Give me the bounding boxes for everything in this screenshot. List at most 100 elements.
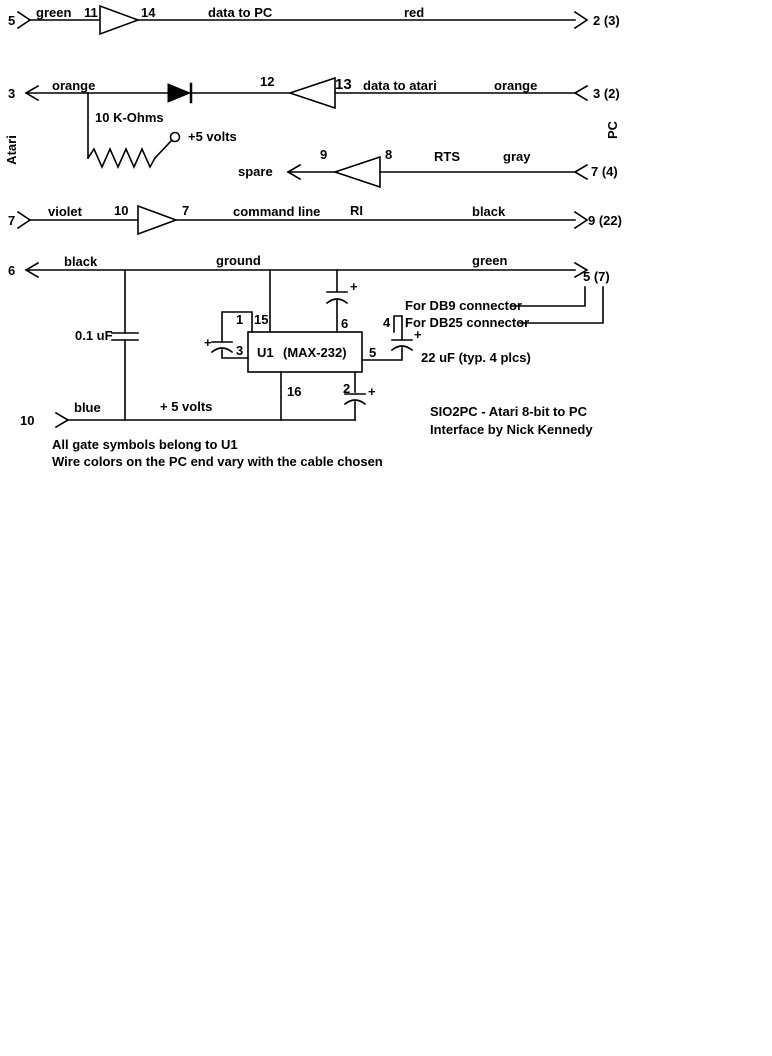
pin3-wire (221, 349, 249, 359)
wire-rts-spare: spare 9 8 RTS gray 7 (4) (238, 147, 618, 189)
db9-callout-line (511, 286, 586, 307)
atari-pin-label: 3 (8, 86, 15, 101)
signal-name-label: RTS (434, 149, 460, 164)
wire-ground: 6 black ground green 5 (7) (8, 253, 610, 284)
db25-callout-line (519, 286, 604, 324)
supply-terminal-label: +5 volts (188, 129, 237, 144)
connector-chevron-icon (54, 411, 70, 429)
signal-name-label: + 5 volts (160, 399, 212, 414)
wire-color-label: orange (52, 78, 95, 93)
electrolytic-capacitor-icon (210, 347, 234, 354)
electrolytic-capacitor-icon (390, 345, 414, 352)
pin-number-label: 15 (254, 312, 268, 327)
wire-command-line: 7 violet 10 7 command line RI black 9 (2… (8, 203, 622, 236)
gate-input-pin-label: 8 (385, 147, 392, 162)
wire-data-to-pc: 5 green 11 14 data to PC red 2 (3) (8, 4, 620, 36)
polarity-plus-icon: + (204, 335, 212, 350)
atari-pin-label: 10 (20, 413, 34, 428)
wire-color-label: green (36, 5, 71, 20)
gate-output-pin-label: 14 (141, 5, 156, 20)
atari-pin-label: 6 (8, 263, 15, 278)
capacitor-value-label: 22 uF (typ. 4 plcs) (421, 350, 531, 365)
pin-number-label: 2 (343, 381, 350, 396)
signal-name-label: data to atari (363, 78, 437, 93)
signal-name-label: command line (233, 204, 320, 219)
pullup-resistor-branch: 10 K-Ohms +5 volts (86, 92, 237, 169)
atari-pin-label: 7 (8, 213, 15, 228)
pc-pin-label: 5 (7) (583, 269, 610, 284)
arrow-right-icon (573, 261, 589, 279)
gate-output-pin-label: 7 (182, 203, 189, 218)
notes-block: All gate symbols belong to U1 Wire color… (52, 437, 383, 469)
gate-input-pin-label: 11 (84, 5, 98, 20)
wire-color-label: red (404, 5, 424, 20)
open-terminal-icon (169, 131, 181, 143)
pin-number-label: 4 (383, 315, 391, 330)
pin-number-label: 16 (287, 384, 301, 399)
capacitor-value-label: 0.1 uF (75, 328, 113, 343)
pc-signal-name-label: RI (350, 203, 363, 218)
gate-input-pin-label: 13 (335, 76, 352, 93)
wire-line (153, 139, 173, 160)
connector-chevron-icon (16, 10, 32, 30)
pin1-wire (221, 311, 253, 343)
pc-pin-label: 7 (4) (591, 164, 618, 179)
connector-chevron-icon (573, 163, 589, 181)
spare-label: spare (238, 164, 273, 179)
polarity-plus-icon: + (350, 279, 358, 294)
wire-color-label: violet (48, 204, 83, 219)
polarity-plus-icon: + (414, 327, 422, 342)
diode-icon (167, 83, 192, 103)
note-line2: Wire colors on the PC end vary with the … (52, 454, 383, 469)
title-line1: SIO2PC - Atari 8-bit to PC (430, 404, 588, 419)
atari-pin-label: 5 (8, 13, 15, 28)
signal-name-label: ground (216, 253, 261, 268)
pin-number-label: 5 (369, 345, 376, 360)
gate-output-pin-label: 9 (320, 147, 327, 162)
bypass-capacitor: 0.1 uF (75, 269, 139, 421)
buffer-gate-icon (137, 204, 179, 236)
wire-color-label: gray (503, 149, 531, 164)
resistor-value-label: 10 K-Ohms (95, 110, 164, 125)
connector-callouts: For DB9 connector For DB25 connector (405, 286, 604, 330)
note-line1: All gate symbols belong to U1 (52, 437, 238, 452)
pin5-wire (361, 347, 403, 361)
wire-color-label: black (472, 204, 506, 219)
db9-callout-label: For DB9 connector (405, 298, 522, 313)
pc-pin-label: 9 (22) (588, 213, 622, 228)
signal-name-label: data to PC (208, 5, 273, 20)
wire-color-label: orange (494, 78, 537, 93)
connector-chevron-icon (16, 210, 32, 230)
gate-output-pin-label: 12 (260, 74, 274, 89)
gate-input-pin-label: 10 (114, 203, 128, 218)
chip-part-label: (MAX-232) (283, 345, 347, 360)
wire-color-label: green (472, 253, 507, 268)
wire-color-label: blue (74, 400, 101, 415)
pin-number-label: 1 (236, 312, 243, 327)
buffer-gate-icon (99, 4, 141, 36)
electrolytic-capacitor-icon (343, 399, 367, 406)
title-block: SIO2PC - Atari 8-bit to PC Interface by … (430, 404, 593, 437)
wire-power: 10 blue + 5 volts (20, 399, 356, 429)
connector-chevron-icon (573, 84, 589, 102)
atari-side-label: Atari (4, 135, 19, 165)
chip-ref-label: U1 (257, 345, 274, 360)
arrow-right-icon (573, 10, 589, 30)
db25-callout-label: For DB25 connector (405, 315, 529, 330)
pin4-wire (393, 315, 403, 341)
wire-data-to-atari: 3 orange 12 13 data to atari orange 3 (2… (8, 74, 620, 110)
wire-color-label: black (64, 254, 98, 269)
polarity-plus-icon: + (368, 384, 376, 399)
pin-number-label: 6 (341, 316, 348, 331)
inverter-gate-icon (332, 155, 381, 189)
arrow-right-icon (573, 210, 589, 230)
pc-pin-label: 2 (3) (593, 13, 620, 28)
title-line2: Interface by Nick Kennedy (430, 422, 593, 437)
pc-side-label: PC (605, 120, 620, 139)
chip-body (247, 331, 363, 373)
u1-chip: U1 (MAX-232) 15 + 6 + 1 3 + 4 5 22 uF (t… (204, 269, 531, 421)
resistor-icon (86, 147, 157, 169)
electrolytic-capacitor-icon (325, 298, 349, 305)
pin-number-label: 3 (236, 343, 243, 358)
